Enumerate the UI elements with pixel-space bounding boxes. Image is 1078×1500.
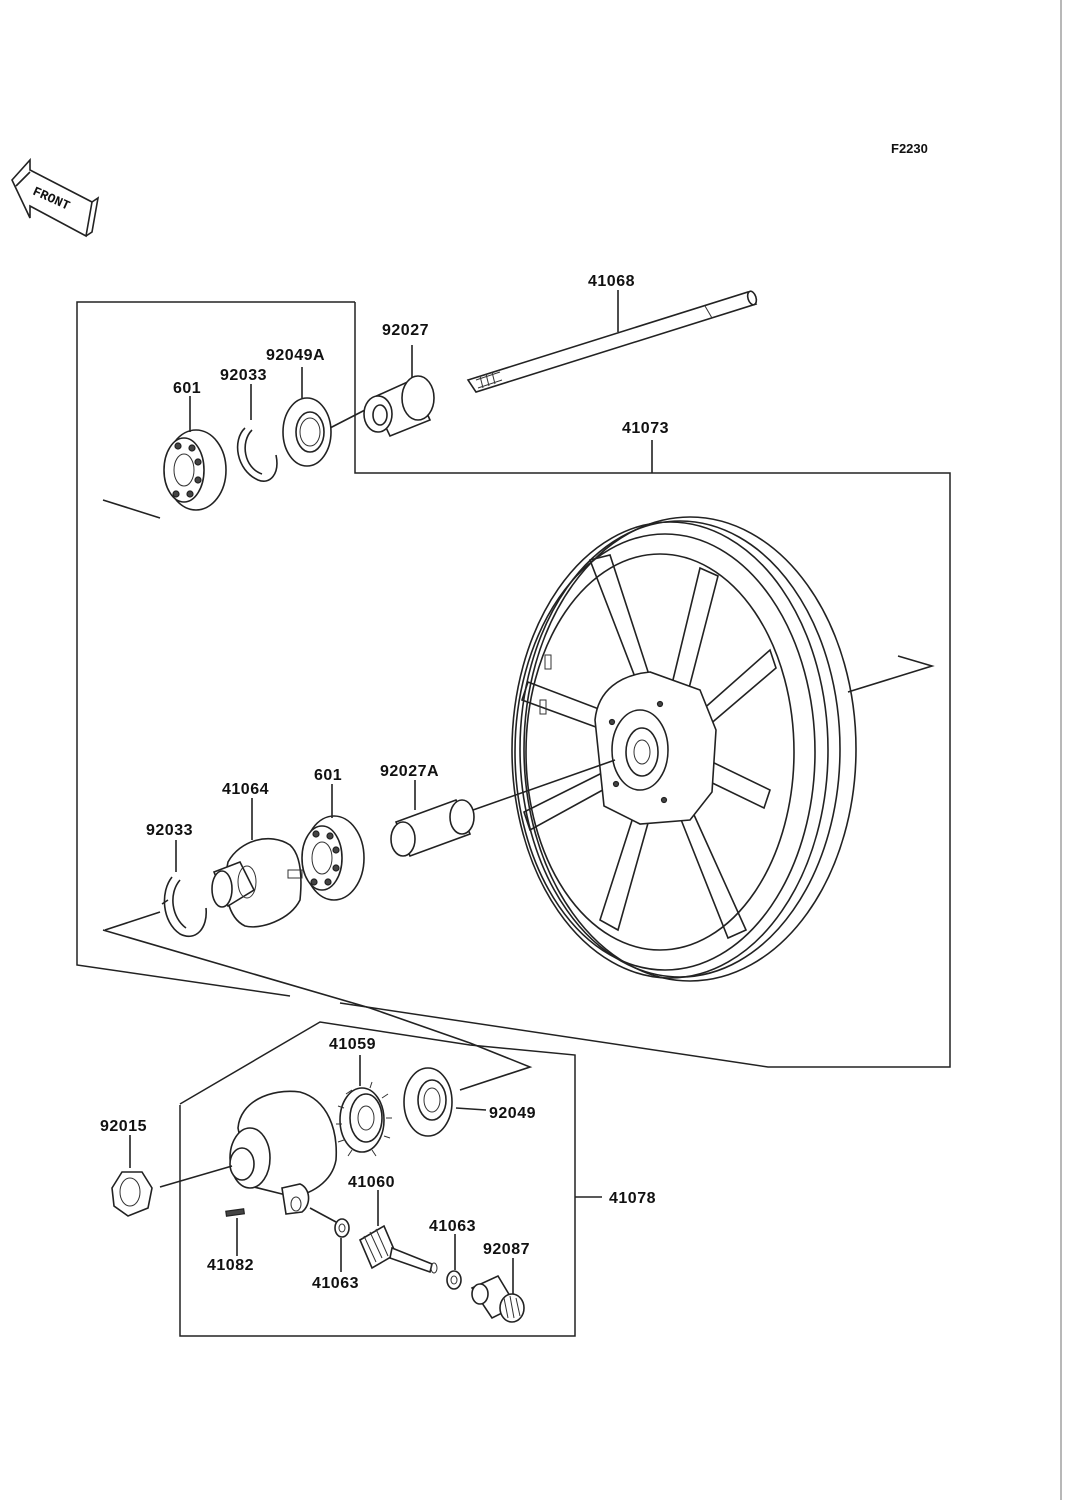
figure-code: F2230	[891, 141, 928, 156]
pinion-41060	[358, 1190, 438, 1274]
label-92027a: 92027A	[380, 763, 439, 780]
leader-left-upper	[102, 499, 161, 519]
circlip-right	[236, 384, 278, 482]
label-92015: 92015	[100, 1118, 147, 1135]
label-41063-a: 41063	[312, 1275, 359, 1292]
bushing-92087	[470, 1258, 525, 1323]
collar-center	[390, 759, 616, 858]
oil-seal-right	[282, 367, 332, 467]
pin-41082	[225, 1208, 246, 1256]
label-41060: 41060	[348, 1174, 395, 1191]
gearbox-housing	[159, 1090, 338, 1223]
label-92049a: 92049A	[266, 347, 325, 364]
label-601-right: 601	[173, 380, 201, 397]
axle-part	[466, 290, 758, 393]
seal-92049	[403, 1067, 487, 1137]
circlip-left	[161, 840, 207, 937]
leader-gearbox	[102, 929, 533, 1091]
assembly-frame-gearbox	[179, 1021, 602, 1337]
wheel-rim	[511, 516, 935, 982]
gear-41059	[336, 1055, 392, 1157]
washer-b	[446, 1234, 462, 1290]
assembly-frame-wheel	[76, 301, 951, 1068]
label-92087: 92087	[483, 1241, 530, 1258]
label-92033-right: 92033	[220, 367, 267, 384]
leader-left-lower	[104, 911, 161, 931]
label-41064: 41064	[222, 781, 269, 798]
leader-axle	[329, 409, 366, 429]
label-92049: 92049	[489, 1105, 536, 1122]
front-arrow-icon: FRONT	[11, 157, 100, 238]
label-41082: 41082	[207, 1257, 254, 1274]
label-41059: 41059	[329, 1036, 376, 1053]
nut-92015	[111, 1135, 153, 1217]
coupling-part	[211, 798, 303, 928]
collar-right	[363, 345, 435, 438]
label-41068: 41068	[588, 273, 635, 290]
label-41063-b: 41063	[429, 1218, 476, 1235]
label-601-left: 601	[314, 767, 342, 784]
label-92027: 92027	[382, 322, 429, 339]
label-41078: 41078	[609, 1190, 656, 1207]
label-92033-left: 92033	[146, 822, 193, 839]
washer-a	[334, 1218, 350, 1272]
bearing-right	[163, 396, 227, 511]
label-41073: 41073	[622, 420, 669, 437]
bearing-left	[301, 784, 365, 901]
page-edge-divider	[1060, 0, 1062, 1500]
part-labels: 41068 92027 92049A 92033 601 41073 92027…	[100, 273, 669, 1292]
